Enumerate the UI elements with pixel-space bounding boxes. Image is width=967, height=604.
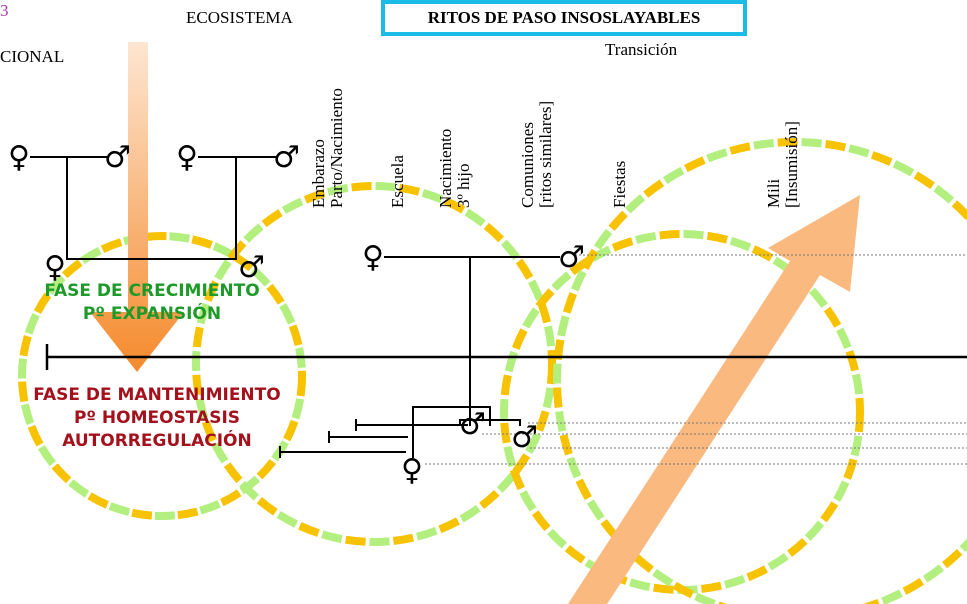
dashed-circle-right (553, 138, 967, 604)
female-symbol: ♀ (362, 240, 384, 275)
rite-line: [ritos similares] (535, 100, 555, 208)
rite-line: Comuniones (518, 122, 537, 208)
rite-line: Fiestas (610, 160, 629, 208)
male-symbol: ♂ (104, 140, 131, 175)
rite-line: Escuela (388, 155, 407, 208)
growth-to-maintenance-arrow (90, 42, 184, 372)
maintenance-phase-title: FASE DE MANTENIMIENTO (33, 385, 281, 405)
page-title: RITOS DE PASO INSOSLAYABLES (427, 8, 701, 27)
maintenance-phase-label: FASE DE MANTENIMIENTO Pº HOMEOSTASIS AUT… (12, 384, 302, 453)
male-symbol: ♂ (459, 407, 486, 442)
dashed-circle-right (553, 138, 967, 604)
rite-line: [Insumisión] (781, 121, 801, 208)
female-symbol: ♀ (176, 140, 198, 175)
growth-phase-title: FASE DE CRECIMIENTO (44, 281, 260, 301)
left-label: CIONAL (0, 47, 65, 66)
dashed-circle-mid-left (192, 182, 556, 546)
female-symbol: ♀ (44, 250, 66, 285)
dashed-circle-mid-left (192, 182, 556, 546)
growth-phase-label: FASE DE CRECIMIENTO Pº EXPANSIÓN (12, 280, 292, 326)
growth-phase-principle: Pº EXPANSIÓN (82, 304, 222, 324)
rite-line: Parto/Nacimiento (326, 88, 346, 208)
female-symbol: ♀ (401, 453, 423, 488)
rite-label-military: Mili [Insumisión] (764, 121, 801, 208)
female-symbol: ♀ (8, 140, 30, 175)
rite-line: Nacimiento (436, 128, 455, 208)
dashed-circle-center (500, 230, 864, 594)
rite-label-parties: Fiestas (610, 160, 629, 208)
male-symbol: ♂ (558, 240, 585, 275)
dashed-circle-left (18, 232, 306, 520)
maintenance-phase-principle: Pº HOMEOSTASIS (73, 408, 241, 428)
rite-line: Embarazo (309, 139, 328, 208)
timeline (45, 344, 967, 370)
genogram-lines (30, 156, 560, 458)
dashed-circle-left (18, 232, 306, 520)
corner-number: 3 (0, 1, 9, 20)
transition-arrow (568, 195, 860, 604)
male-symbol: ♂ (238, 250, 265, 285)
ecosystem-label: ECOSISTEMA (186, 8, 293, 27)
rite-label-communions: Comuniones [ritos similares] (518, 100, 555, 208)
male-symbol: ♂ (273, 140, 300, 175)
title-box: RITOS DE PASO INSOSLAYABLES (381, 0, 747, 36)
dashed-circles (18, 138, 967, 604)
male-symbol: ♂ (511, 420, 538, 455)
maintenance-phase-self-regulation: AUTORREGULACIÓN (62, 431, 252, 451)
rite-label-school: Escuela (388, 155, 407, 208)
transition-label: Transición (605, 40, 678, 59)
rite-line: 3º hijo (453, 163, 473, 208)
rite-label-third-child: Nacimiento 3º hijo (436, 128, 473, 208)
dotted-lines (425, 254, 967, 465)
rite-label-pregnancy: Embarazo Parto/Nacimiento (309, 88, 346, 208)
rite-line: Mili (764, 178, 783, 208)
